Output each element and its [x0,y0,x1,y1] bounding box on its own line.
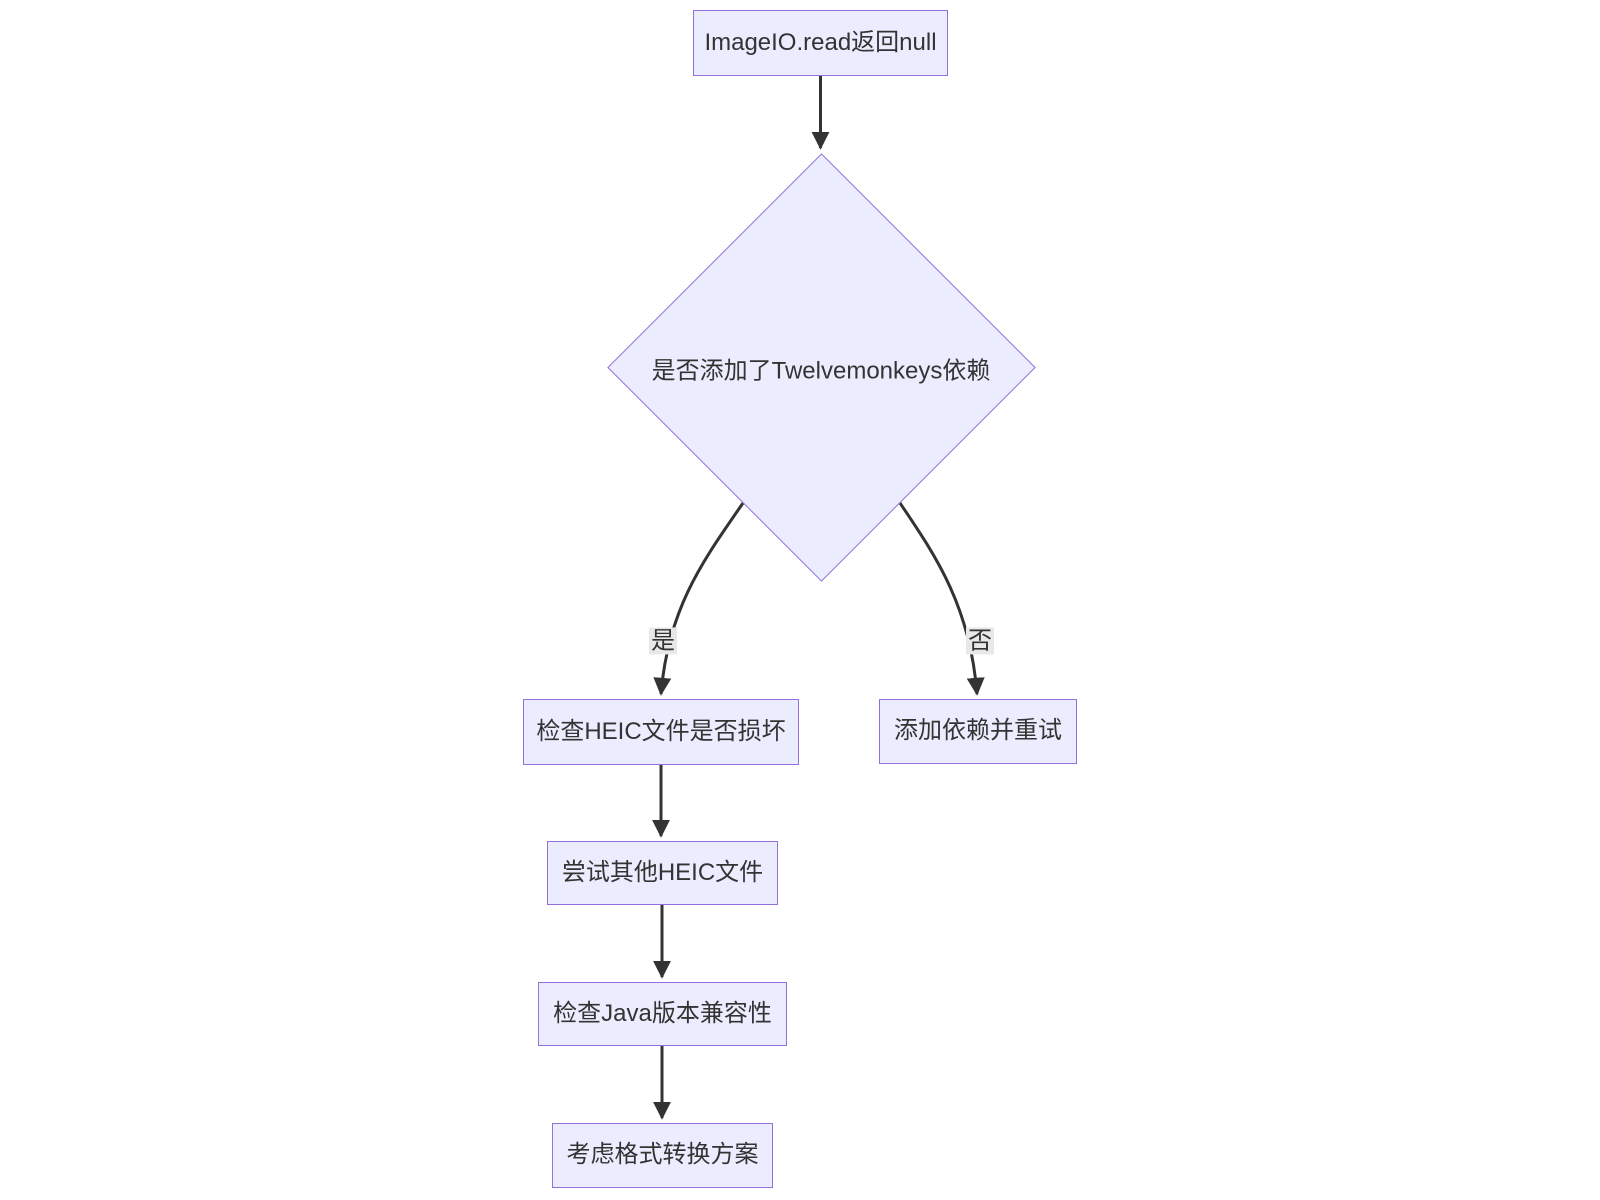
node-label: 检查HEIC文件是否损坏 [536,717,786,745]
node-check-heic-corrupt: 检查HEIC文件是否损坏 [523,699,799,765]
node-label: 尝试其他HEIC文件 [561,858,764,886]
node-label: 检查Java版本兼容性 [553,999,772,1027]
edge-label-yes: 是 [649,627,677,655]
node-label: ImageIO.read返回null [704,28,937,56]
node-add-dependency-retry: 添加依赖并重试 [879,699,1077,764]
edge-decision-no [898,502,985,696]
node-check-java-version: 检查Java版本兼容性 [538,982,787,1046]
decision-twelvemonkeys-label: 是否添加了Twelvemonkeys依赖 [651,357,991,385]
node-consider-format-conversion: 考虑格式转换方案 [552,1123,773,1188]
node-try-other-heic: 尝试其他HEIC文件 [547,841,778,905]
edge-label-no: 否 [966,627,994,655]
edge-decision-yes [653,502,745,696]
node-label: 考虑格式转换方案 [566,1141,759,1169]
node-label: 添加依赖并重试 [894,717,1062,745]
node-imageio-read-null: ImageIO.read返回null [693,10,948,76]
